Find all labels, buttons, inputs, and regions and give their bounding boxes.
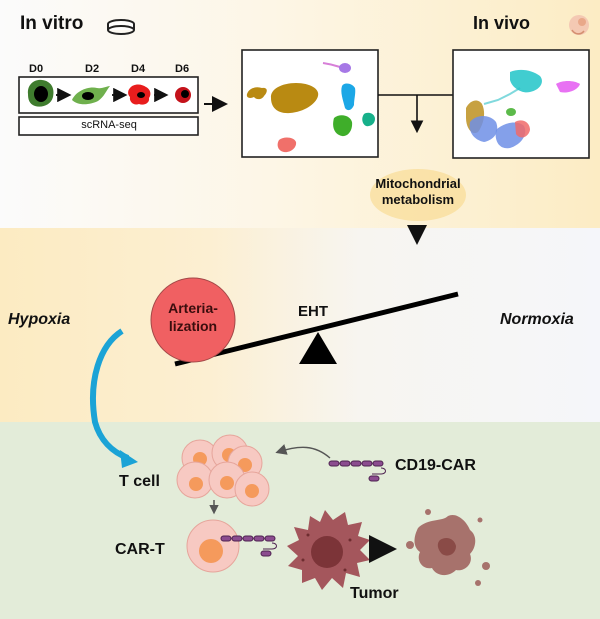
balance-fulcrum [299,332,337,364]
hypoxia-to-t-cell-arrow [90,328,130,461]
mitochondrial-metabolism-label: Mitochondrial metabolism [360,176,476,208]
t-cell-label: T cell [119,473,160,490]
t-cell-cluster [176,434,270,507]
embryo-icon [569,15,589,35]
tumor-label: Tumor [350,585,399,602]
in-vivo-umap-plot [452,49,590,159]
arterialization-weight [150,277,236,363]
dying-tumor-icon [406,509,490,586]
cell-d6 [175,87,191,103]
timepoint-d0: D0 [29,63,44,75]
timepoint-d4: D4 [131,63,146,75]
car-t-label: CAR-T [115,541,165,558]
hypoxia-label: Hypoxia [8,311,71,328]
cd19-car-icon [328,460,386,482]
normoxia-label: Normoxia [500,311,574,328]
mitochondrial-label-line2: metabolism [381,192,455,207]
hypoxia-normoxia-panel [0,228,600,422]
car-transduction-arrow [275,444,331,459]
scrna-seq-label: scRNA-seq [81,119,137,131]
tumor-cell [287,510,370,590]
scrna-seq-box [18,116,199,136]
cd19-car-label: CD19-CAR [395,457,476,474]
mitochondrion-icon [370,169,466,221]
in-vitro-label: In vitro [20,13,84,34]
timepoint-d6: D6 [175,63,190,75]
arterialization-label: Arteria- lization [153,299,233,335]
timepoint-d2: D2 [85,63,100,75]
mitochondrial-label-line1: Mitochondrial [375,176,461,191]
arterialization-line2: lization [168,318,218,334]
car-t-cell [186,519,277,573]
eht-label: EHT [298,303,328,320]
in-vivo-label: In vivo [473,13,531,33]
arterialization-line1: Arteria- [168,300,218,316]
cell-d2 [72,86,110,105]
cell-d4 [128,84,151,105]
car-t-panel [0,422,600,619]
petri-dish-icon [107,19,135,35]
in-vitro-umap-plot [241,49,379,158]
balance-beam [174,291,459,367]
curved-arrow-head [120,450,138,468]
cell-d0 [27,79,54,107]
